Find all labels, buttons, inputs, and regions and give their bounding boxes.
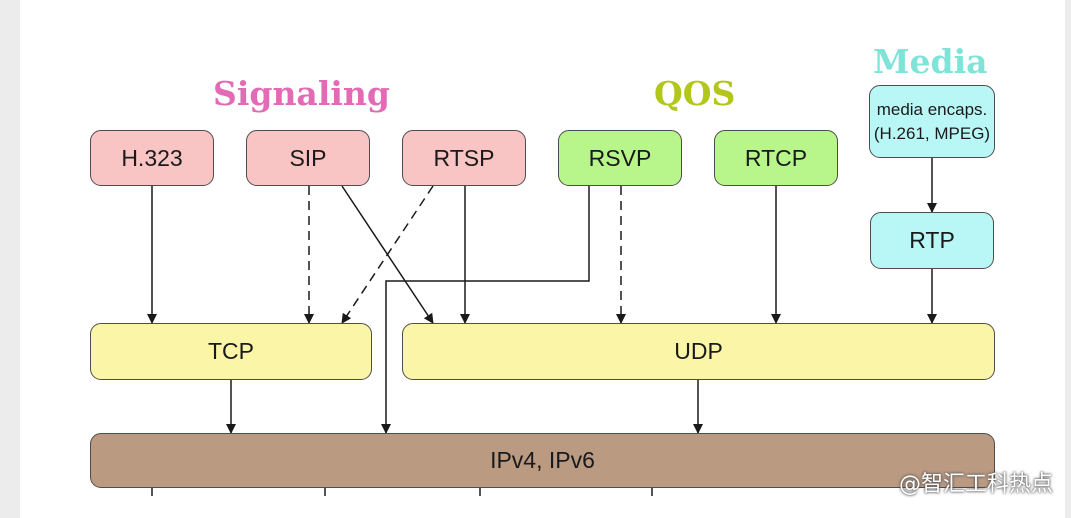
sip-label: SIP <box>289 144 327 171</box>
rtcp-label: RTCP <box>744 144 808 171</box>
media-encaps-line2: (H.261, MPEG) <box>873 123 991 143</box>
tcp-box: TCP <box>90 323 372 380</box>
media-encaps-line1: media encaps. <box>876 99 988 119</box>
ip-label: IPv4, IPv6 <box>490 447 595 473</box>
media-group-label: Media <box>873 42 988 81</box>
watermark-text: @智汇工科热点 <box>898 472 1053 497</box>
h323-label: H.323 <box>121 144 183 171</box>
rtp-label: RTP <box>909 227 955 253</box>
ip-box: IPv4, IPv6 <box>90 433 995 488</box>
qos-group-label: QOS <box>654 74 736 113</box>
arrow-rtsp-to-tcp <box>341 185 434 324</box>
tcp-label: TCP <box>208 338 254 364</box>
rsvp-box: RSVP <box>558 130 682 186</box>
rtp-box: RTP <box>870 212 994 269</box>
udp-label: UDP <box>674 338 723 364</box>
sip-box: SIP <box>246 130 370 186</box>
udp-box: UDP <box>402 323 995 380</box>
rtsp-label: RTSP <box>433 144 495 171</box>
arrow-rsvp-to-ip <box>381 186 590 434</box>
media-encaps-box: media encaps. (H.261, MPEG) <box>869 85 995 158</box>
signaling-group-label: Signaling <box>213 74 390 113</box>
h323-box: H.323 <box>90 130 214 186</box>
rtsp-box: RTSP <box>402 130 526 186</box>
rsvp-label: RSVP <box>588 144 652 171</box>
rtcp-box: RTCP <box>714 130 838 186</box>
